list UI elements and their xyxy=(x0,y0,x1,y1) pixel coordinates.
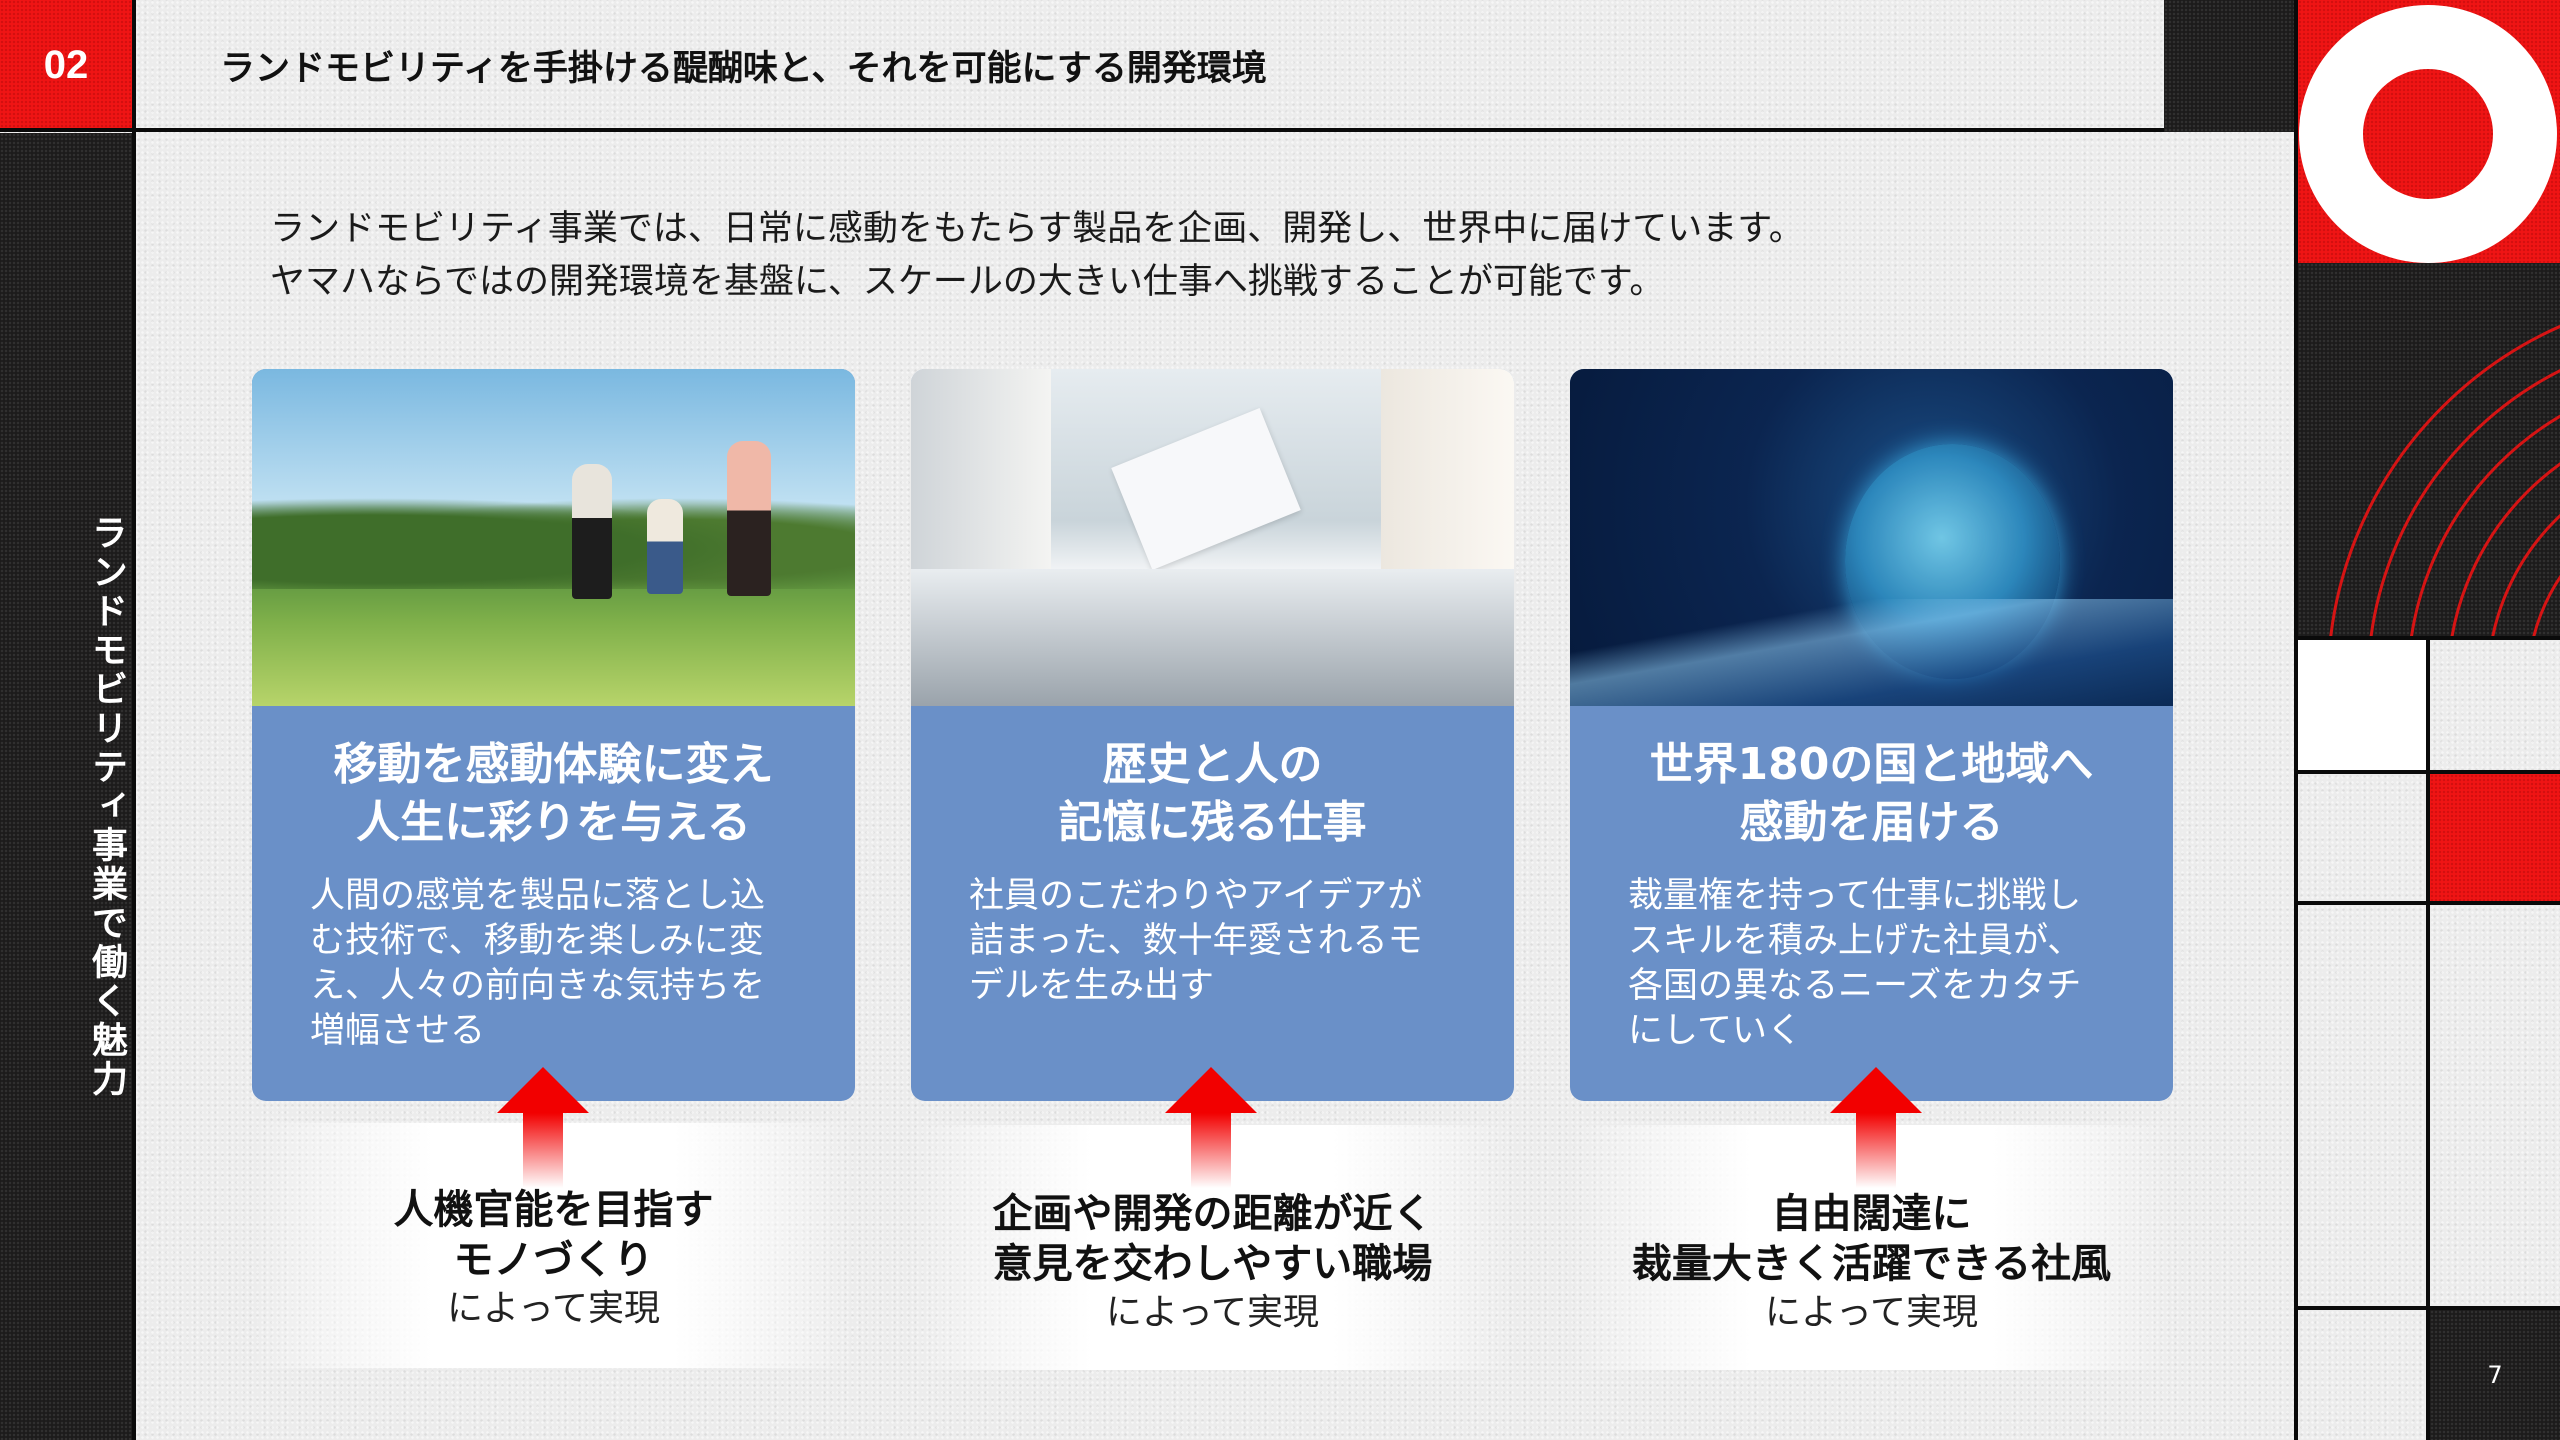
grid-line-h3 xyxy=(2298,901,2560,905)
business-meeting-documents-photo xyxy=(911,369,1514,706)
document xyxy=(1111,408,1301,570)
card-3-body: 裁量権を持って仕事に挑戦しスキルを積み上げた社員が、各国の異なるニーズをカタチに… xyxy=(1628,876,2083,1051)
person-3 xyxy=(727,441,771,596)
up-arrow-2-icon xyxy=(1165,1067,1257,1188)
caption-3-line-1: 自由闊達に xyxy=(1771,1191,1972,1237)
card-3-title: 世界180の国と地域へ 感動を届ける xyxy=(1570,736,2173,852)
grid-line-h2 xyxy=(2298,770,2560,774)
intro-line-2: ヤマハならではの開発環境を基盤に、スケールの大きい仕事へ挑戦することが可能です。 xyxy=(270,262,1665,302)
grid-line-v xyxy=(2426,640,2430,1440)
sidebar-title-text: ランドモビリティ事業で働く魅力 xyxy=(86,514,127,1099)
caption-1-sub: によって実現 xyxy=(446,1288,661,1329)
family-in-field-photo xyxy=(252,369,855,706)
card-1-title-line-1: 移動を感動体験に変え xyxy=(333,739,774,790)
card-1-title: 移動を感動体験に変え 人生に彩りを与える xyxy=(252,736,855,852)
intro-text: ランドモビリティ事業では、日常に感動をもたらす製品を企画、開発し、世界中に届けて… xyxy=(270,203,2070,309)
person-2 xyxy=(647,499,683,594)
card-3-title-line-2: 感動を届ける xyxy=(1739,797,2004,848)
left-divider xyxy=(132,0,136,1440)
up-arrow-3-icon xyxy=(1830,1067,1922,1188)
card-1: 移動を感動体験に変え 人生に彩りを与える 人間の感覚を製品に落とし込む技術で、移… xyxy=(252,369,855,1101)
card-1-body: 人間の感覚を製品に落とし込む技術で、移動を楽しみに変え、人々の前向きな気持ちを増… xyxy=(310,876,766,1051)
caption-3-sub: によって実現 xyxy=(1764,1292,1979,1333)
card-2-title-line-2: 記憶に残る仕事 xyxy=(1058,797,1367,848)
caption-3-line-2: 裁量大きく活躍できる社風 xyxy=(1631,1241,2112,1287)
grid-line-h4 xyxy=(2298,1306,2560,1310)
card-2: 歴史と人の 記憶に残る仕事 社員のこだわりやアイデアが詰まった、数十年愛されるモ… xyxy=(911,369,1514,1101)
card-2-body: 社員のこだわりやアイデアが詰まった、数十年愛されるモデルを生み出す xyxy=(969,876,1423,1006)
caption-2-sub: によって実現 xyxy=(1105,1292,1320,1333)
left-header-divider xyxy=(0,128,136,132)
caption-2-line-2: 意見を交わしやすい職場 xyxy=(992,1241,1433,1287)
up-arrow-1-icon xyxy=(497,1067,589,1188)
caption-1-line-2: モノづくり xyxy=(453,1237,654,1283)
card-3: 世界180の国と地域へ 感動を届ける 裁量権を持って仕事に挑戦しスキルを積み上げ… xyxy=(1570,369,2173,1101)
page-number: 7 xyxy=(2430,1310,2560,1440)
card-1-title-line-2: 人生に彩りを与える xyxy=(356,797,751,848)
grid-cell-red xyxy=(2430,774,2560,902)
right-divider xyxy=(2294,0,2298,1440)
card-3-title-line-1: 世界180の国と地域へ xyxy=(1649,739,2094,790)
page-title: ランドモビリティを手掛ける醍醐味と、それを可能にする開発環境 xyxy=(220,48,1267,89)
caption-1-line-1: 人機官能を目指す xyxy=(393,1187,714,1233)
ring-tile xyxy=(2298,0,2560,263)
particle-wave xyxy=(1570,599,2173,706)
intro-line-1: ランドモビリティ事業では、日常に感動をもたらす製品を企画、開発し、世界中に届けて… xyxy=(270,209,1804,249)
arcs-tile xyxy=(2298,263,2560,638)
grid-line-h1 xyxy=(2298,636,2560,640)
grid-cell-white xyxy=(2298,640,2426,770)
section-number-badge: 02 xyxy=(0,0,132,130)
ring-icon xyxy=(2299,5,2557,263)
header-bottom-border xyxy=(136,128,2164,132)
person-1 xyxy=(572,464,612,599)
table xyxy=(911,569,1514,706)
caption-2-line-1: 企画や開発の距離が近く xyxy=(992,1191,1433,1237)
concentric-arcs-icon xyxy=(2329,324,2560,638)
digital-globe-photo xyxy=(1570,369,2173,706)
card-2-title: 歴史と人の 記憶に残る仕事 xyxy=(911,736,1514,852)
card-2-title-line-1: 歴史と人の xyxy=(1102,739,1323,790)
sidebar-vertical-title: ランドモビリティ事業で働く魅力 xyxy=(0,133,132,1440)
header-dark-block xyxy=(2164,0,2294,132)
